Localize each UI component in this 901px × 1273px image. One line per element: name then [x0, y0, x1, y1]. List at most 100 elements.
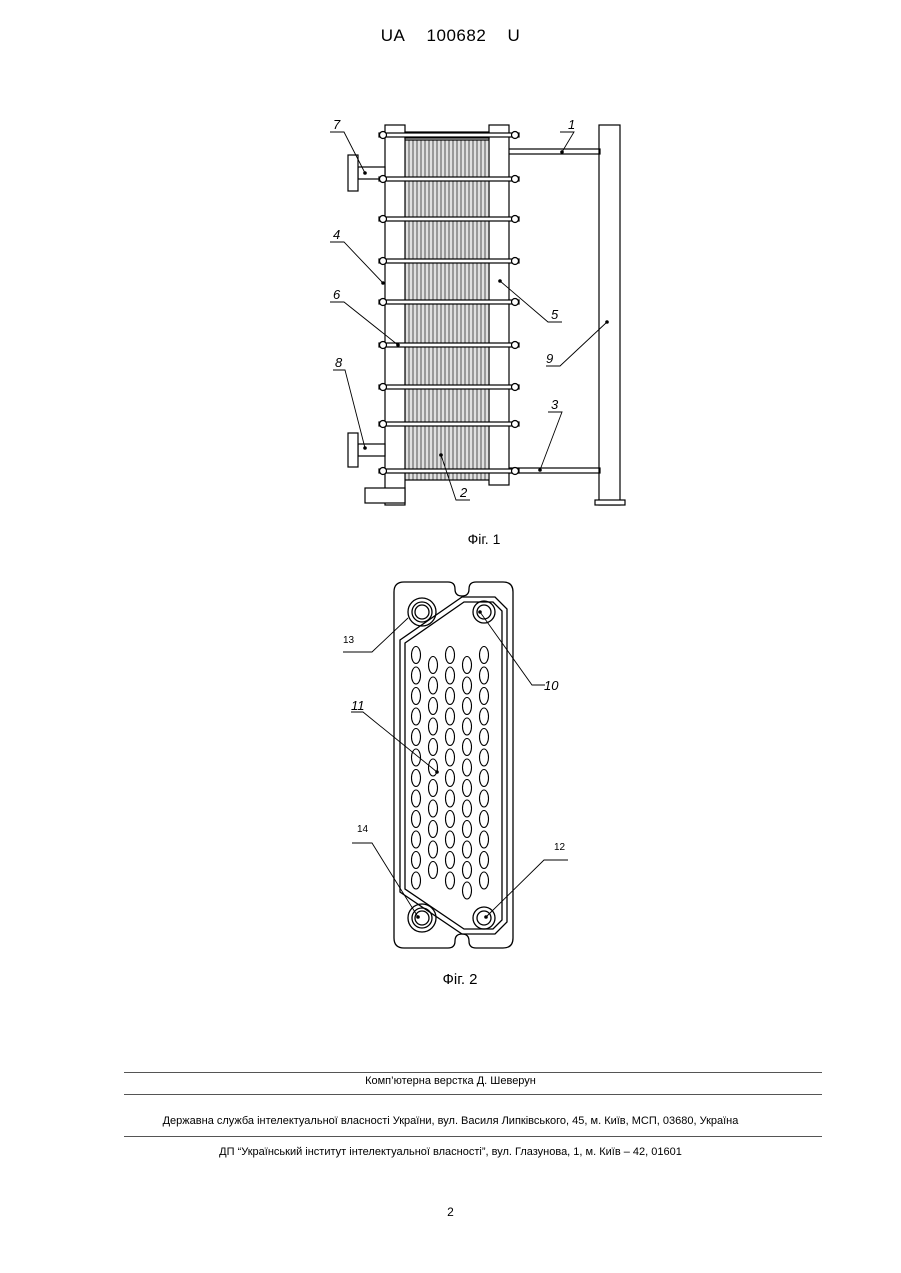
corrugation-dimple	[412, 729, 421, 746]
corrugation-dimple	[463, 862, 472, 879]
corrugation-dimple	[463, 718, 472, 735]
corrugation-dimple	[463, 739, 472, 756]
corrugation-dimple	[446, 852, 455, 869]
tie-bolt	[379, 468, 519, 475]
corrugation-dimple	[429, 862, 438, 879]
label-14: 14	[357, 824, 369, 835]
corrugation-dimple	[446, 790, 455, 807]
corrugation-dimple	[480, 729, 489, 746]
tie-bolt	[379, 342, 519, 349]
corrugation-dimple	[463, 821, 472, 838]
bottom-guide-bar	[508, 468, 600, 473]
corrugation-dimple	[463, 759, 472, 776]
corrugation-dimple	[412, 667, 421, 684]
label-13: 13	[343, 635, 355, 646]
corrugation-dimple	[412, 647, 421, 664]
footer-rule-bottom	[124, 1136, 822, 1137]
corrugation-dimple	[446, 667, 455, 684]
tie-bolt	[379, 384, 519, 391]
label-7: 7	[333, 117, 341, 132]
frame-foot	[365, 488, 405, 503]
corrugation-dimple	[480, 831, 489, 848]
corrugation-dimple	[463, 882, 472, 899]
figure-2-caption: Фіг. 2	[360, 971, 560, 988]
corrugation-dimple	[463, 677, 472, 694]
corrugation-dimple	[463, 800, 472, 817]
port-bottom-right	[473, 907, 495, 929]
corrugation-dimple	[480, 688, 489, 705]
corrugation-dimple	[480, 872, 489, 889]
column-foot	[595, 500, 625, 505]
corrugation-dimple	[446, 872, 455, 889]
corrugation-dimple	[429, 739, 438, 756]
corrugation-dimple	[446, 729, 455, 746]
corrugation-dimple	[480, 790, 489, 807]
top-guide-bar	[508, 149, 600, 154]
label-1: 1	[568, 117, 575, 132]
corrugation-pattern	[412, 647, 489, 900]
corrugation-dimple	[429, 698, 438, 715]
corrugation-dimple	[463, 657, 472, 674]
figure-1-drawing: 7 4 6 8 1 5 9 3 2	[320, 110, 640, 515]
tie-bolt	[379, 176, 519, 183]
lower-flange	[348, 433, 358, 467]
corrugation-dimple	[446, 749, 455, 766]
corrugation-dimple	[412, 872, 421, 889]
corrugation-dimple	[463, 780, 472, 797]
corrugation-dimple	[446, 647, 455, 664]
label-11: 11	[351, 698, 365, 713]
corrugation-dimple	[412, 790, 421, 807]
tie-bolt	[379, 299, 519, 306]
label-4: 4	[333, 227, 340, 242]
corrugation-dimple	[463, 841, 472, 858]
tie-bolt	[379, 421, 519, 428]
corrugation-dimple	[480, 749, 489, 766]
corrugation-dimple	[429, 821, 438, 838]
port-top-right	[473, 601, 495, 623]
corrugation-dimple	[463, 698, 472, 715]
corrugation-dimple	[412, 852, 421, 869]
document-kind: U	[508, 26, 521, 45]
label-6: 6	[333, 287, 341, 302]
footer-rule-top	[124, 1072, 822, 1073]
footer-rule-middle	[124, 1094, 822, 1095]
corrugation-dimple	[446, 831, 455, 848]
tie-bolt	[379, 258, 519, 265]
corrugation-dimple	[446, 688, 455, 705]
tie-bolt	[379, 132, 519, 139]
upper-flange	[348, 155, 358, 191]
corrugation-dimple	[480, 667, 489, 684]
label-5: 5	[551, 307, 559, 322]
corrugation-dimple	[480, 852, 489, 869]
corrugation-dimple	[480, 811, 489, 828]
corrugation-dimple	[446, 811, 455, 828]
figure-2-drawing: 13 10 11 14 12	[330, 575, 580, 955]
corrugation-dimple	[412, 708, 421, 725]
label-12: 12	[554, 842, 566, 853]
corrugation-dimple	[429, 780, 438, 797]
corrugation-dimple	[446, 770, 455, 787]
corrugation-dimple	[429, 841, 438, 858]
corrugation-dimple	[429, 800, 438, 817]
corrugation-dimple	[480, 647, 489, 664]
corrugation-dimple	[429, 718, 438, 735]
patent-header: UA 100682 U	[0, 26, 901, 46]
fixed-frame-plate	[385, 125, 405, 505]
lower-nozzle	[358, 444, 385, 456]
corrugation-dimple	[480, 708, 489, 725]
corrugation-dimple	[412, 811, 421, 828]
footer-institute-address: ДП “Український інститут інтелектуальної…	[0, 1146, 901, 1158]
label-10: 10	[544, 678, 559, 693]
footer-service-address: Державна служба інтелектуальної власност…	[0, 1115, 901, 1127]
corrugation-dimple	[429, 677, 438, 694]
figure-1-caption: Фіг. 1	[384, 531, 584, 547]
label-3: 3	[551, 397, 559, 412]
corrugation-dimple	[446, 708, 455, 725]
corrugation-dimple	[412, 831, 421, 848]
plate-pack	[405, 140, 490, 480]
patent-number: 100682	[427, 26, 487, 45]
port-top-left	[408, 598, 436, 626]
label-2: 2	[459, 485, 468, 500]
corrugation-dimple	[429, 657, 438, 674]
label-9: 9	[546, 351, 553, 366]
